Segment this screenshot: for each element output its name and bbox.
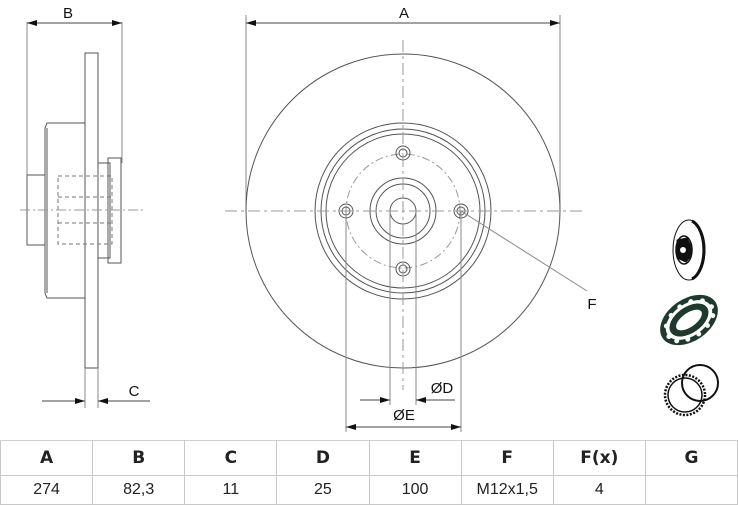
technical-drawing: B C A: [20, 5, 719, 432]
dimension-label-f: F: [587, 296, 596, 313]
dimension-label-d: ØD: [431, 380, 454, 397]
value-f: M12x1,5: [460, 475, 554, 505]
table-value-row: 274 82,3 11 25 100 M12x1,5 4: [0, 475, 738, 505]
header-d: D: [276, 440, 370, 476]
front-view: [225, 15, 588, 432]
header-b: B: [92, 440, 186, 476]
header-f: F: [460, 440, 554, 476]
header-fx: F(x): [552, 440, 646, 476]
specification-table: A B C D E F F(x) G 274 82,3 11 25 100 M1…: [0, 440, 738, 505]
value-a: 274: [0, 475, 94, 505]
header-e: E: [368, 440, 462, 476]
header-a: A: [0, 440, 94, 476]
value-e: 100: [368, 475, 462, 505]
header-g: G: [644, 440, 738, 476]
abs-ring-icon: [663, 364, 719, 417]
dimension-label-e: ØE: [393, 407, 415, 424]
wheel-bearing-icon: [660, 294, 718, 346]
side-view: [20, 20, 150, 408]
value-c: 11: [184, 475, 278, 505]
dimension-label-b: B: [63, 5, 73, 22]
value-g: [644, 475, 738, 505]
header-c: C: [184, 440, 278, 476]
value-b: 82,3: [92, 475, 186, 505]
value-d: 25: [276, 475, 370, 505]
value-fx: 4: [552, 475, 646, 505]
table-header-row: A B C D E F F(x) G: [0, 440, 738, 476]
brake-disc-icon: [672, 219, 706, 281]
dimension-label-a: A: [399, 5, 409, 22]
dimension-label-c: C: [129, 383, 140, 400]
